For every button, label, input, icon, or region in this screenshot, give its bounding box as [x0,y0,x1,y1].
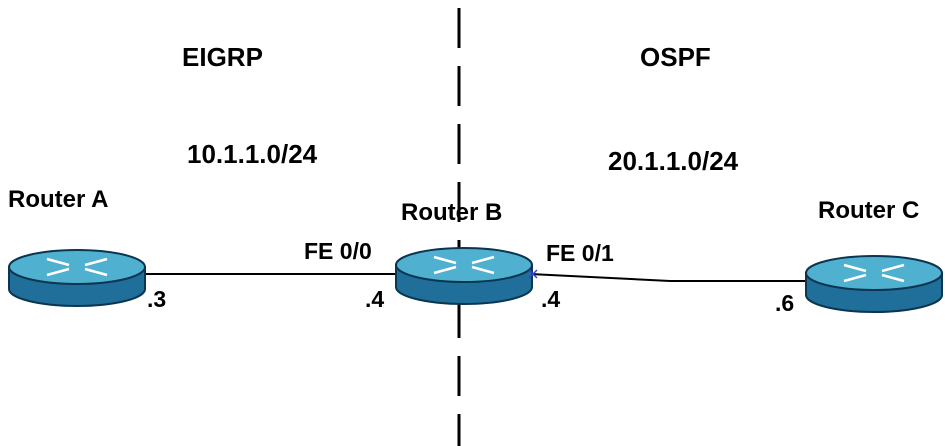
router-b-name: Router B [401,199,502,226]
router-a-icon [8,249,146,307]
router-c-ip-suffix: .6 [775,290,794,316]
protocol-label-left: EIGRP [182,42,263,72]
router-a-name: Router A [8,186,108,213]
router-a-ip-suffix: .3 [147,286,166,312]
router-b-left-ip-suffix: .4 [365,286,384,312]
protocol-label-right: OSPF [640,42,711,72]
router-c-name: Router C [818,197,919,224]
router-c-icon [805,255,943,313]
interface-marker-icon [528,269,538,279]
router-b-left-interface: FE 0/0 [304,238,372,264]
router-b-right-interface: FE 0/1 [546,240,614,266]
router-b-icon [395,247,533,305]
subnet-label-left: 10.1.1.0/24 [187,139,318,169]
link-router-b-to-router-c [529,273,808,282]
router-b-right-ip-suffix: .4 [541,286,560,312]
subnet-label-right: 20.1.1.0/24 [608,146,739,176]
